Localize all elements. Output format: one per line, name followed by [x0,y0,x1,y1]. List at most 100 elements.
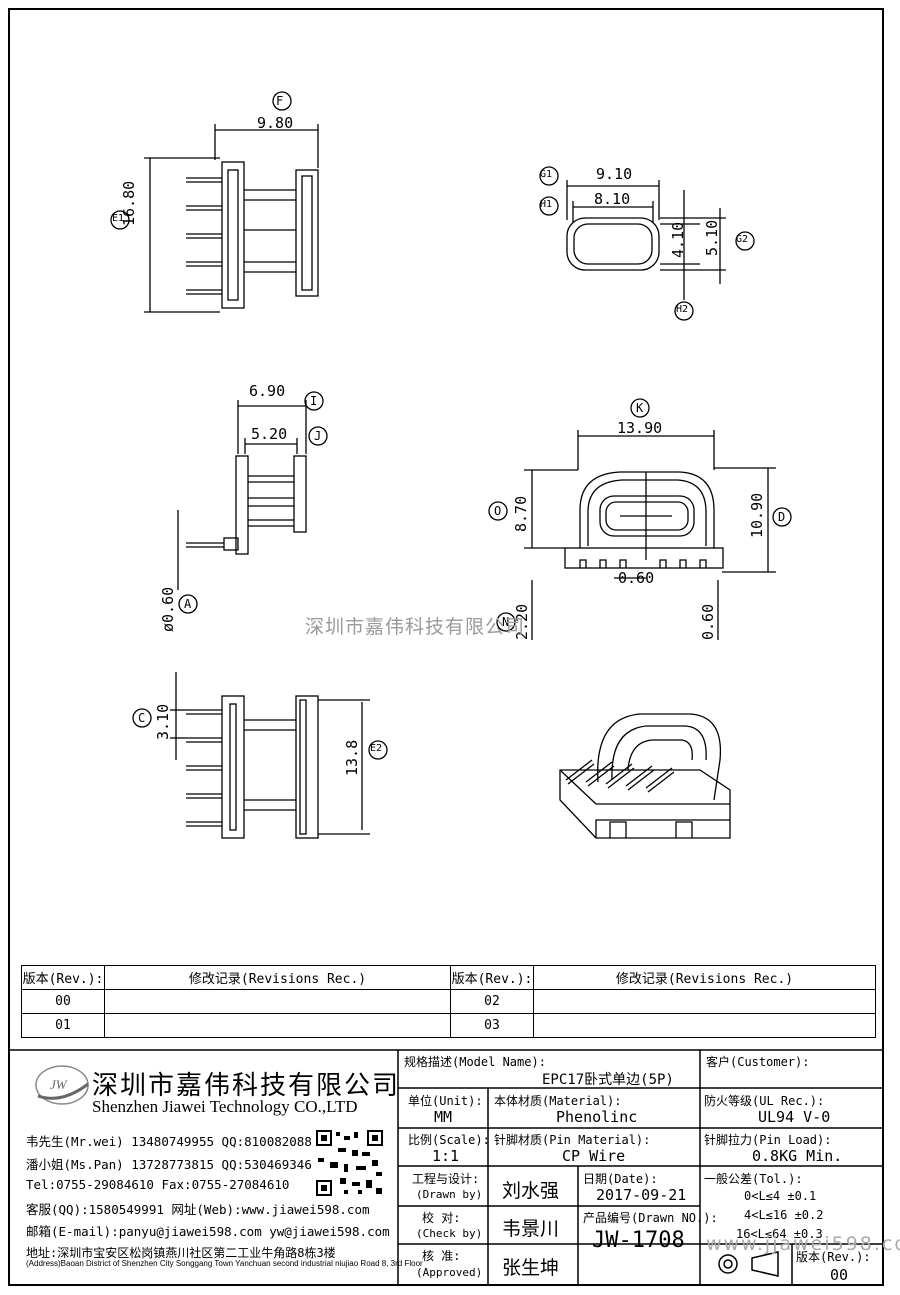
drawn-label-cn: 工程与设计: [412,1172,480,1186]
date-value: 2017-09-21 [596,1186,687,1204]
dim-i-value: 6.90 [249,382,286,400]
rev-cell [533,1013,876,1038]
pin-material-label: 针脚材质(Pin Material): [494,1133,651,1147]
watermark-text: 深圳市嘉伟科技有限公司 [305,616,526,638]
contact-line: Tel:0755-29084610 Fax:0755-27084610 [26,1177,290,1192]
callout-a: A [184,597,192,611]
approved-label-cn: 核 准: [422,1249,461,1263]
callout-n: N [502,615,510,629]
company-name-en: Shenzhen Jiawei Technology CO.,LTD [92,1097,358,1116]
material-value: Phenolinc [556,1108,638,1126]
ul-value: UL94 V-0 [758,1108,831,1126]
dim-o-value: 8.70 [512,495,530,532]
front-view [524,430,776,640]
rev-cell [104,989,451,1014]
rev-cell [533,989,876,1014]
rev-header-3: 版本(Rev.): [450,965,534,990]
rev-header-2: 修改记录(Revisions Rec.) [104,965,451,990]
drawn-no-value: JW-1708 [592,1228,685,1253]
rev-cell: 02 [450,989,534,1014]
dim-k-value: 13.90 [617,419,663,437]
rev-header-1: 版本(Rev.): [21,965,105,990]
dim-pin-width-value: 0.60 [699,603,717,640]
check-label-cn: 校 对: [422,1211,461,1225]
jw-logo [35,1065,89,1105]
logo-text: JW [50,1077,67,1092]
scale-value: 1:1 [432,1147,460,1165]
address-line: 地址:深圳市宝安区松岗镇燕川社区第二工业牛角路8栋3楼 [26,1246,336,1260]
address-en: (Address)Baoan District of Shenzhen City… [26,1259,423,1268]
drawn-no-label: 产品编号(Drawn NO.): [583,1211,718,1225]
window-view [566,180,726,300]
watermark-url: www.jjawei598.com [706,1233,900,1255]
callout-e1: E1 [112,213,125,224]
rev-cell: 00 [21,989,105,1014]
technical-drawing [110,91,792,839]
rev-cell [104,1013,451,1038]
rev-label: 版本(Rev.): [796,1250,871,1264]
approved-value: 张生坤 [502,1257,560,1279]
unit-value: MM [434,1108,453,1126]
rev-cell: 03 [450,1013,534,1038]
callout-j: J [314,429,322,443]
callout-f: F [276,94,284,108]
dim-d-value: 10.90 [748,492,766,538]
tol-label: 一般公差(Tol.): [704,1172,803,1186]
callout-o: O [494,504,502,518]
dim-f-value: 9.80 [257,114,294,132]
contact-line: 邮箱(E-mail):panyu@jiawei598.com yw@jiawei… [26,1224,390,1239]
model-label: 规格描述(Model Name): [404,1055,546,1069]
callout-circles [110,91,792,760]
side-view-top [144,124,319,313]
check-value: 韦景川 [502,1218,560,1240]
date-label: 日期(Date): [583,1172,658,1186]
dim-h1-value: 8.10 [594,190,631,208]
model-value: EPC17卧式单边(5P) [542,1072,674,1088]
contact-line: 客服(QQ):1580549991 网址(Web):www.jiawei598.… [26,1202,370,1217]
callout-h2: H2 [676,304,689,315]
ul-label: 防火等级(UL Rec.): [704,1094,825,1108]
callout-e2: E2 [370,743,383,754]
side-view-middle [177,400,307,590]
rev-value: 00 [830,1266,849,1284]
dim-h2-value: 4.10 [669,221,687,258]
callout-i: I [310,394,318,408]
contact-line: 韦先生(Mr.wei) 13480749955 QQ:810082088 [26,1134,312,1149]
dim-c-value: 3.10 [154,703,172,740]
callout-c: C [138,711,146,725]
callout-g1: G1 [540,169,553,180]
rev-header-4: 修改记录(Revisions Rec.) [533,965,876,990]
approved-label-en: (Approved) [416,1266,483,1279]
drawn-value: 刘水强 [502,1180,560,1202]
callout-d: D [778,510,786,524]
unit-label: 单位(Unit): [408,1094,483,1108]
tol-row: 0<L≤4 ±0.1 [744,1189,817,1203]
dim-g2-value: 5.10 [703,219,721,256]
side-view-bottom [170,672,370,839]
callout-k: K [636,401,644,415]
callout-g2: G2 [736,234,749,245]
qr-code [316,1130,383,1196]
dim-j-value: 5.20 [251,425,288,443]
pin-load-label: 针脚拉力(Pin Load): [704,1133,832,1147]
contact-line: 潘小姐(Ms.Pan) 13728773815 QQ:530469346 [26,1157,312,1172]
company-name-cn: 深圳市嘉伟科技有限公司 [92,1071,401,1101]
isometric-view [559,713,731,839]
tol-row: 16<L≤64 ±0.3 [736,1227,823,1241]
dim-a-value: ø0.60 [159,586,177,632]
pin-load-value: 0.8KG Min. [752,1147,843,1165]
drawing-frame [8,8,884,1286]
material-label: 本体材质(Material): [494,1094,622,1108]
check-label-en: (Check by) [416,1227,483,1240]
dim-pin-pitch-value: 0.60 [618,569,655,587]
dim-g1-value: 9.10 [596,165,633,183]
revision-table: 版本(Rev.): 修改记录(Revisions Rec.) 版本(Rev.):… [21,965,876,1038]
tol-row: 4<L≤16 ±0.2 [744,1208,824,1222]
rev-cell: 01 [21,1013,105,1038]
dim-e2-value: 13.8 [343,739,361,776]
scale-label: 比例(Scale): [408,1133,490,1147]
drawn-label-en: (Drawn by) [416,1188,483,1201]
customer-label: 客户(Customer): [706,1055,810,1069]
title-block-lines [10,1049,884,1284]
projection-symbol [718,1251,779,1277]
